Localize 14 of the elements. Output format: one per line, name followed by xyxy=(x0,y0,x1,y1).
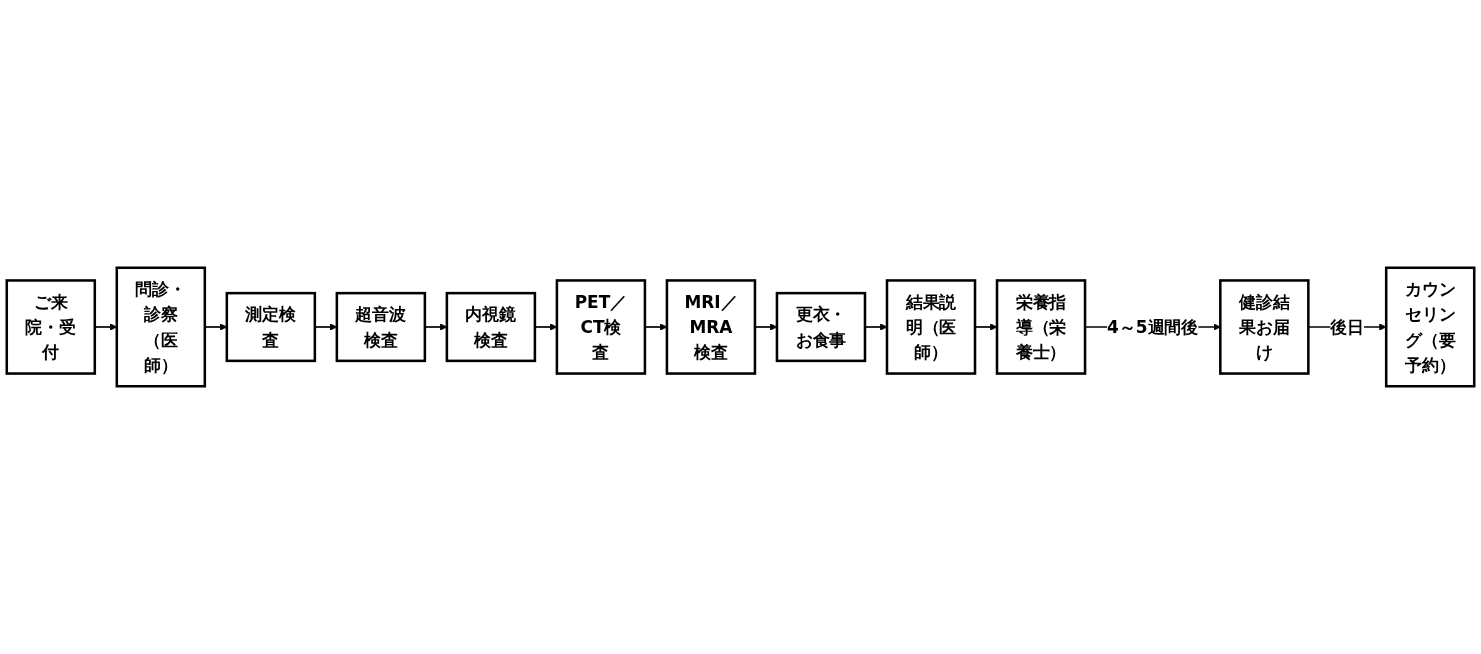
node-box: 結果説明（医師） xyxy=(885,279,977,375)
node-box: カウンセリング（要予約） xyxy=(1384,266,1476,388)
node-box: 測定検査 xyxy=(225,291,317,363)
node-box: MRI／MRA検査 xyxy=(665,279,757,375)
node-box: ご来院・受付 xyxy=(5,279,97,375)
node-box: 更衣・お食事 xyxy=(775,291,867,363)
node-box: 問診・診察（医師） xyxy=(115,266,207,388)
node-box: 内視鏡検査 xyxy=(445,291,537,363)
edge-label: 4～5週間後 xyxy=(1107,316,1199,338)
node-box: PET／CT検査 xyxy=(555,279,647,375)
node-box: 栄養指導（栄養士） xyxy=(995,279,1087,375)
node-box: 超音波検査 xyxy=(335,291,427,363)
edge-label: 後日 xyxy=(1330,316,1365,338)
node-box: 健診結果お届け xyxy=(1219,279,1310,375)
